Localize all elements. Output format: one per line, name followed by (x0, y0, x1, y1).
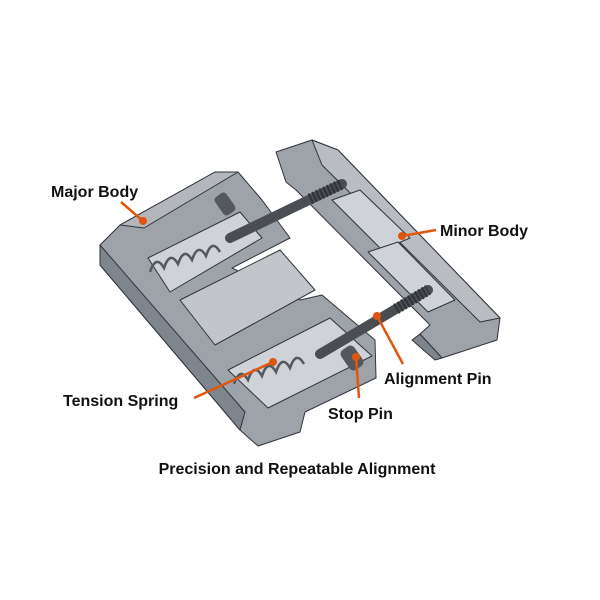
major-body-channel-mid (179, 249, 316, 346)
pin-shaft (225, 179, 347, 243)
major-body-leader (120, 201, 144, 222)
upper-alignment-pin (148, 179, 347, 273)
label-alignment-pin: Alignment Pin (384, 371, 492, 388)
label-minor-body: Minor Body (440, 223, 528, 240)
label-stop-pin: Stop Pin (328, 406, 393, 423)
stop-pin-dot (352, 353, 360, 361)
stop-pin-leader (354, 356, 361, 399)
minor-body-slot-upper (331, 189, 411, 251)
minor-body-top (311, 139, 501, 323)
tension-spring-leader (193, 360, 274, 400)
caption: Precision and Repeatable Alignment (159, 461, 436, 478)
alignment-pin-leader (375, 315, 405, 365)
major-body-top-bevel (119, 171, 239, 229)
minor-body-dot (398, 232, 406, 240)
major-body (99, 171, 377, 447)
minor-body-slot-lower (367, 241, 456, 313)
pin-thread (307, 179, 345, 204)
label-tension-spring: Tension Spring (63, 393, 178, 410)
major-body-dot (139, 217, 147, 225)
stop-pin-upper (214, 192, 236, 216)
label-major-body: Major Body (51, 184, 138, 201)
spring-lower (232, 356, 306, 385)
alignment-pin-dot (373, 312, 381, 320)
tension-spring-dot (269, 358, 277, 366)
major-body-side (99, 244, 246, 431)
spring-upper (148, 244, 222, 273)
minor-body-edge (411, 333, 443, 361)
minor-body-leader (401, 228, 437, 238)
